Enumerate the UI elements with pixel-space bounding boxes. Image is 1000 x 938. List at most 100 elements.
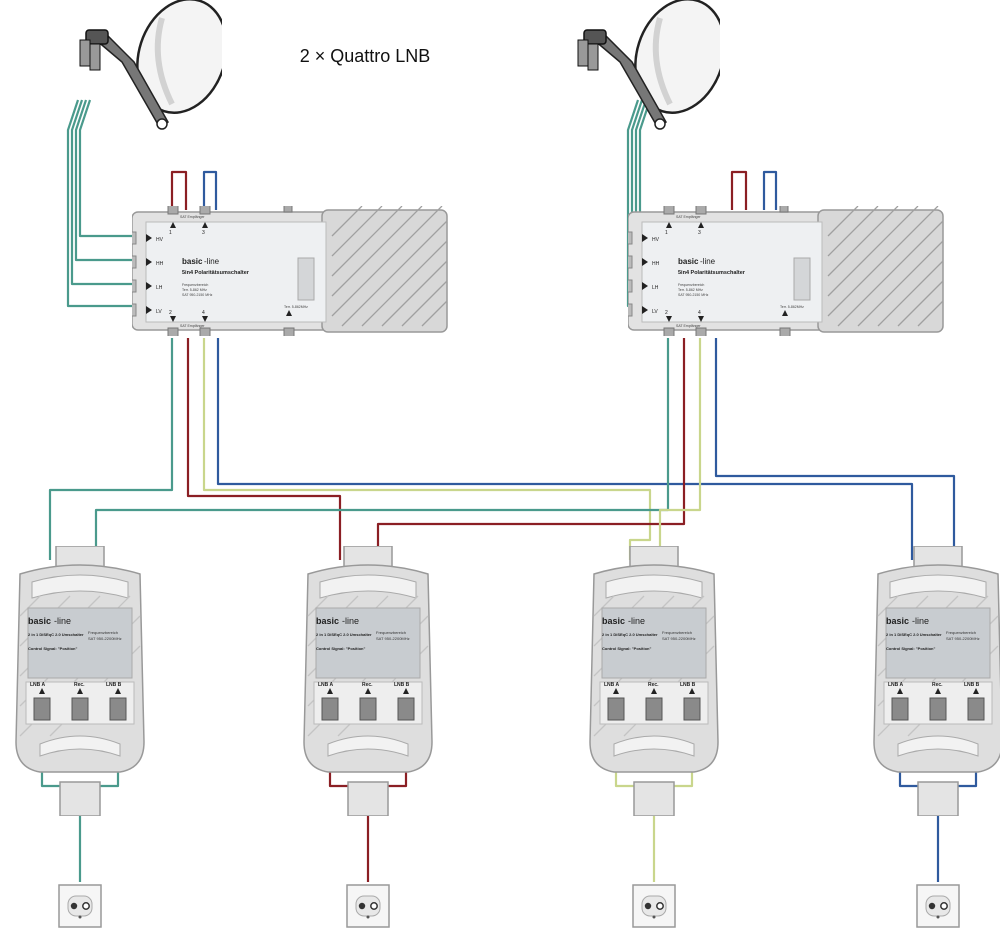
cable-lnb-input xyxy=(74,99,152,262)
diseqc-port-label: LNB B xyxy=(394,682,410,688)
satellite-dish xyxy=(80,0,241,129)
diseqc-port-label: LNB A xyxy=(888,682,903,688)
multiswitch-spec: SAT 950-2150 MHz xyxy=(678,293,709,297)
antenna-wall-socket xyxy=(59,885,101,927)
multiswitch-input-label: HH xyxy=(652,261,660,267)
cable-ms1-sw4-a xyxy=(216,338,914,560)
diseqc-port-label: LNB A xyxy=(604,682,619,688)
diseqc-model: 2 in 1 DiSEqC 2.0 Umschalter xyxy=(316,632,372,637)
cable-ms1-sw2-a xyxy=(186,338,342,560)
multiswitch-brand: basic xyxy=(182,257,203,266)
multiswitch-input-label: HV xyxy=(156,237,164,243)
cable-ms2-sw4-b xyxy=(714,338,956,560)
multiswitch-port-note: SAT Empfänger xyxy=(676,324,701,328)
diseqc-brand-suffix: -line xyxy=(54,616,71,626)
multiswitch-port-label: 2 xyxy=(169,310,172,316)
cable-ms2-sw2-b xyxy=(376,338,686,560)
multiswitch-port-label: 4 xyxy=(698,310,701,316)
diseqc-brand: basic xyxy=(602,616,625,626)
diseqc-freq-value: SAT 950-2200MHz xyxy=(662,636,696,641)
multiswitch-port-label: 1 xyxy=(169,230,172,236)
diseqc-switch xyxy=(874,546,1000,816)
cable-loop-blue xyxy=(762,170,778,210)
multiswitch-terr-label: Terr. 5-862MHz xyxy=(780,305,804,309)
multiswitch-port-label: 2 xyxy=(665,310,668,316)
multiswitch xyxy=(622,200,943,340)
diseqc-freq-label: Frequenzbereich xyxy=(376,630,406,635)
multiswitch-spec: Terr. 5-862 MHz xyxy=(182,288,207,292)
diseqc-port-label: LNB B xyxy=(106,682,122,688)
diseqc-brand: basic xyxy=(28,616,51,626)
diseqc-port-label: LNB A xyxy=(318,682,333,688)
multiswitch-brand: basic xyxy=(678,257,699,266)
multiswitch-port-note: SAT Empfänger xyxy=(180,324,205,328)
antenna-wall-socket xyxy=(347,885,389,927)
diseqc-port-label: LNB B xyxy=(964,682,980,688)
diseqc-brand-suffix: -line xyxy=(628,616,645,626)
cable-ms1-sw1-a xyxy=(48,338,174,560)
multiswitch-input-label: HV xyxy=(652,237,660,243)
diseqc-switch xyxy=(590,546,718,816)
cable-ms1-sw3-a xyxy=(202,338,652,560)
multiswitch-port-note: SAT Empfänger xyxy=(180,215,205,219)
diseqc-control: Control Signal: "Position" xyxy=(316,646,365,651)
multiswitch xyxy=(126,200,447,340)
diseqc-freq-value: SAT 950-2200MHz xyxy=(946,636,980,641)
diseqc-model: 2 in 1 DiSEqC 2.0 Umschalter xyxy=(28,632,84,637)
multiswitch-input-label: LH xyxy=(156,285,163,291)
diseqc-switch xyxy=(16,546,144,816)
diseqc-model: 2 in 1 DiSEqC 2.0 Umschalter xyxy=(602,632,658,637)
cable-ms2-sw1-b xyxy=(94,338,670,560)
satellite-dish xyxy=(578,0,739,129)
diseqc-port-label: Rec. xyxy=(648,682,659,688)
diseqc-port-label: Rec. xyxy=(362,682,373,688)
multiswitch-brand-suffix: -line xyxy=(700,257,716,266)
diseqc-freq-label: Frequenzbereich xyxy=(946,630,976,635)
diseqc-brand-suffix: -line xyxy=(912,616,929,626)
antenna-wall-socket xyxy=(917,885,959,927)
diseqc-brand-suffix: -line xyxy=(342,616,359,626)
multiswitch-port-label: 3 xyxy=(202,230,205,236)
diseqc-freq-label: Frequenzbereich xyxy=(662,630,692,635)
multiswitch-brand-suffix: -line xyxy=(204,257,220,266)
cable-loop-blue xyxy=(202,170,218,210)
multiswitch-spec: Terr. 5-862 MHz xyxy=(678,288,703,292)
diseqc-freq-label: Frequenzbereich xyxy=(88,630,118,635)
diseqc-control: Control Signal: "Position" xyxy=(28,646,77,651)
diseqc-brand: basic xyxy=(886,616,909,626)
multiswitch-input-label: LV xyxy=(652,309,658,315)
multiswitch-port-label: 3 xyxy=(698,230,701,236)
multiswitch-spec: Frequenzbereich xyxy=(182,283,208,287)
cable-ms2-sw3-b xyxy=(658,338,702,560)
multiswitch-input-label: LH xyxy=(652,285,659,291)
cable-loop-red xyxy=(730,170,748,210)
multiswitch-terr-label: Terr. 5-862MHz xyxy=(284,305,308,309)
cable-lnb-input xyxy=(66,99,152,308)
diseqc-switch xyxy=(304,546,432,816)
diseqc-brand: basic xyxy=(316,616,339,626)
cable-lnb-input xyxy=(70,99,152,286)
multiswitch-spec: Frequenzbereich xyxy=(678,283,704,287)
diagram-title: 2 × Quattro LNB xyxy=(299,46,431,66)
diseqc-freq-value: SAT 950-2200MHz xyxy=(88,636,122,641)
diseqc-port-label: Rec. xyxy=(74,682,85,688)
multiswitch-model: 5in4 Polaritätsumschalter xyxy=(678,270,746,276)
cable-loop-red xyxy=(170,170,188,210)
diseqc-port-label: LNB A xyxy=(30,682,45,688)
diseqc-model: 2 in 1 DiSEqC 2.0 Umschalter xyxy=(886,632,942,637)
multiswitch-port-label: 1 xyxy=(665,230,668,236)
multiswitch-input-label: LV xyxy=(156,309,162,315)
diseqc-control: Control Signal: "Position" xyxy=(602,646,651,651)
multiswitch-spec: SAT 950-2150 MHz xyxy=(182,293,213,297)
diseqc-port-label: LNB B xyxy=(680,682,696,688)
multiswitch-port-note: SAT Empfänger xyxy=(676,215,701,219)
antenna-wall-socket xyxy=(633,885,675,927)
diseqc-freq-value: SAT 950-2200MHz xyxy=(376,636,410,641)
multiswitch-input-label: HH xyxy=(156,261,164,267)
multiswitch-model: 5in4 Polaritätsumschalter xyxy=(182,270,250,276)
multiswitch-port-label: 4 xyxy=(202,310,205,316)
diseqc-port-label: Rec. xyxy=(932,682,943,688)
cable-lnb-input xyxy=(78,99,152,238)
